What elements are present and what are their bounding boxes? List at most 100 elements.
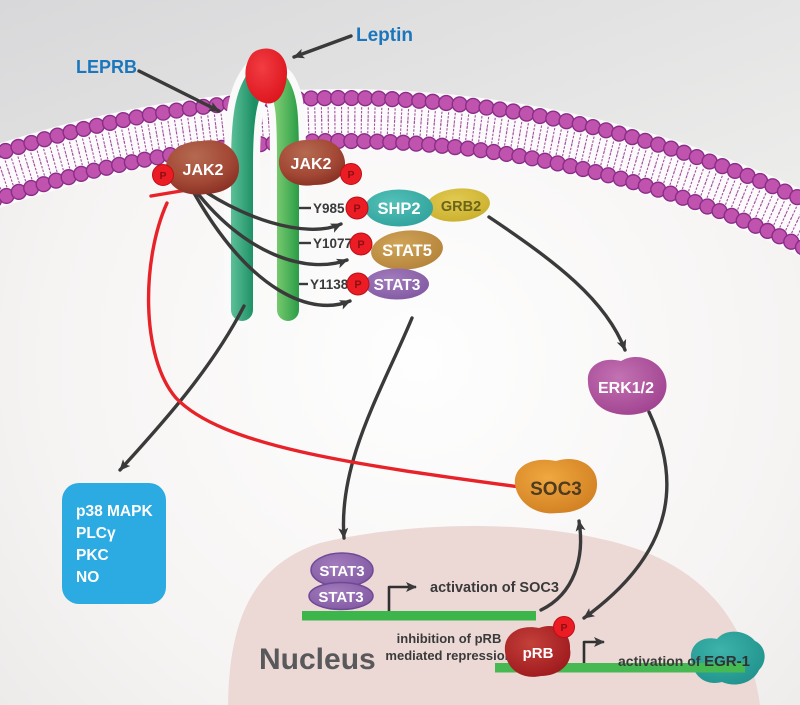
lipid-tail bbox=[600, 149, 606, 166]
lipid-tail bbox=[406, 118, 409, 136]
lipid-head bbox=[155, 104, 172, 121]
leprb-pointer-arrow bbox=[137, 69, 221, 113]
lipid-tail bbox=[625, 156, 631, 172]
phospho-badge-jak2-left bbox=[152, 164, 174, 186]
lipid-tail bbox=[77, 149, 83, 166]
lipid-head bbox=[115, 111, 132, 129]
phospho-label: P bbox=[347, 169, 354, 181]
lipid-tail bbox=[724, 189, 732, 205]
egr1-transcription-arrow bbox=[582, 637, 605, 663]
lipid-head bbox=[303, 90, 320, 107]
lipid-tail bbox=[568, 141, 573, 158]
jak2-left-label: JAK2 bbox=[183, 162, 224, 179]
lipid-tail bbox=[393, 118, 396, 135]
lipid-tail bbox=[52, 156, 58, 173]
lipid-head bbox=[101, 114, 119, 131]
callouts: Leptin LEPRB bbox=[76, 25, 413, 113]
lipid-tail bbox=[631, 158, 638, 174]
lipid-tail bbox=[419, 119, 422, 136]
lipid-tail bbox=[510, 130, 515, 147]
lipid-head bbox=[584, 119, 601, 136]
lipid-head bbox=[168, 102, 185, 119]
lipid-tail bbox=[465, 124, 469, 141]
lipid-tail bbox=[20, 165, 27, 182]
jak2-left-blob bbox=[165, 140, 240, 195]
lipid-tail bbox=[110, 142, 115, 158]
lipid-head bbox=[141, 106, 158, 124]
lipid-tail bbox=[581, 144, 586, 161]
socs3-gene-bar bbox=[302, 611, 536, 621]
lipid-tail bbox=[432, 120, 436, 137]
lipid-tail bbox=[142, 135, 147, 152]
lipid-tail bbox=[65, 152, 71, 169]
erk12: ERK1/2 bbox=[587, 356, 667, 415]
lipid-tail bbox=[412, 119, 416, 136]
inhibition-caption-line1: inhibition of pRB bbox=[397, 631, 502, 646]
egr1-gene-bar bbox=[495, 663, 745, 673]
tyrosine-sites: Y985 Y1077 Y1138 bbox=[299, 201, 352, 292]
phospho-label: P bbox=[560, 622, 567, 634]
lipid-tail bbox=[267, 119, 271, 136]
lipid-tail bbox=[149, 134, 154, 151]
jak2-right: JAK2 P bbox=[278, 139, 362, 186]
stat5: STAT5 P bbox=[349, 230, 443, 270]
lipid-head bbox=[451, 96, 468, 113]
soc3-blob bbox=[514, 458, 598, 514]
stat3-dimer-bottom-label: STAT3 bbox=[318, 589, 363, 606]
lipid-tail bbox=[773, 210, 781, 226]
lipid-tail bbox=[426, 120, 429, 137]
leptin-label: Leptin bbox=[356, 25, 413, 46]
lipid-tail bbox=[7, 169, 14, 186]
inhibition-caption-line2: mediated repression bbox=[385, 648, 512, 663]
soc3-label: SOC3 bbox=[530, 479, 582, 500]
lipid-tail bbox=[97, 144, 102, 161]
erk12-blob bbox=[587, 356, 667, 415]
lipid-tail bbox=[136, 136, 141, 153]
lipid-tail bbox=[195, 126, 199, 143]
lipid-tail bbox=[103, 143, 109, 160]
lipid-tail bbox=[14, 167, 20, 184]
lipid-tail bbox=[536, 135, 541, 152]
stat3: STAT3 P bbox=[346, 268, 429, 300]
lipid-head bbox=[88, 117, 105, 134]
lipid-tail bbox=[129, 137, 134, 154]
phospho-label: P bbox=[354, 279, 361, 291]
lipid-head bbox=[357, 90, 374, 107]
lipid-tail bbox=[445, 122, 449, 139]
effector-box: p38 MAPK PLCγ PKC NO bbox=[62, 483, 166, 604]
lipid-tail bbox=[669, 169, 676, 186]
lipid-head bbox=[370, 90, 387, 107]
lipid-tail bbox=[504, 129, 508, 146]
lipid-tail bbox=[606, 151, 612, 167]
lipid-tail bbox=[529, 134, 534, 150]
lipid-tail bbox=[523, 132, 528, 149]
lipid-tail bbox=[638, 159, 644, 176]
lipid-tail bbox=[458, 123, 462, 140]
lipid-tail bbox=[663, 167, 670, 184]
stat5-label: STAT5 bbox=[382, 242, 432, 260]
jak2-right-blob bbox=[278, 139, 346, 186]
leptin-ligand bbox=[245, 48, 288, 104]
stat3-label: STAT3 bbox=[374, 277, 421, 294]
lipid-tail bbox=[116, 140, 122, 157]
leprb-label: LEPRB bbox=[76, 57, 137, 77]
lipid-head bbox=[343, 89, 360, 107]
lipid-head bbox=[384, 91, 401, 108]
lipid-tail bbox=[761, 204, 769, 220]
stat3-dimer-top-label: STAT3 bbox=[319, 563, 364, 580]
lipid-tail bbox=[497, 128, 502, 145]
jak2-left: JAK2 P bbox=[152, 140, 240, 195]
lipid-tail bbox=[182, 128, 186, 145]
lipid-head bbox=[438, 94, 455, 112]
lipid-tail bbox=[215, 124, 218, 141]
lipid-head bbox=[330, 89, 347, 107]
lipid-head bbox=[597, 122, 615, 139]
lipid-tail bbox=[452, 122, 455, 139]
lipid-head bbox=[478, 99, 495, 116]
stat3-dimer-bottom-blob bbox=[308, 581, 374, 611]
inhibition-line bbox=[146, 201, 522, 489]
lipid-tail bbox=[439, 121, 442, 138]
lipid-tail bbox=[561, 140, 567, 157]
lipid-head bbox=[397, 91, 414, 108]
